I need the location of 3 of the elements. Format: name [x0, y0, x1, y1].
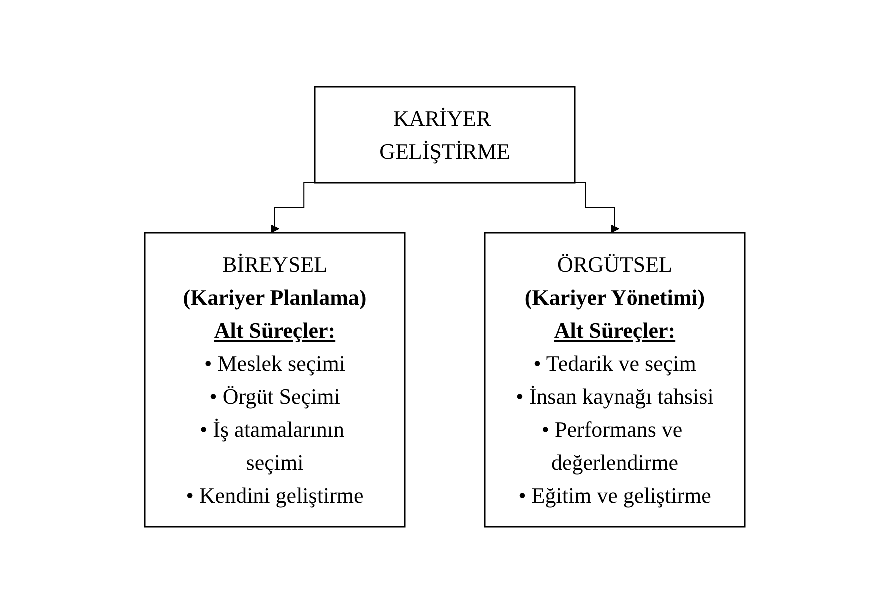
node-box: BİREYSEL (Kariyer Planlama) Alt Süreçler: • Meslek seçimi • Örgüt Seçimi • İş atamalarının seçimi • Kendini geliştirme [144, 232, 406, 528]
node-box: KARİYER GELİŞTİRME [314, 86, 576, 184]
node-box: ÖRGÜTSEL (Kariyer Yönetimi) Alt Süreçler: • Tedarik ve seçim • İnsan kaynağı tahsisi • Performans ve değerlendirme • Eğitim ve geliştirme [484, 232, 746, 528]
